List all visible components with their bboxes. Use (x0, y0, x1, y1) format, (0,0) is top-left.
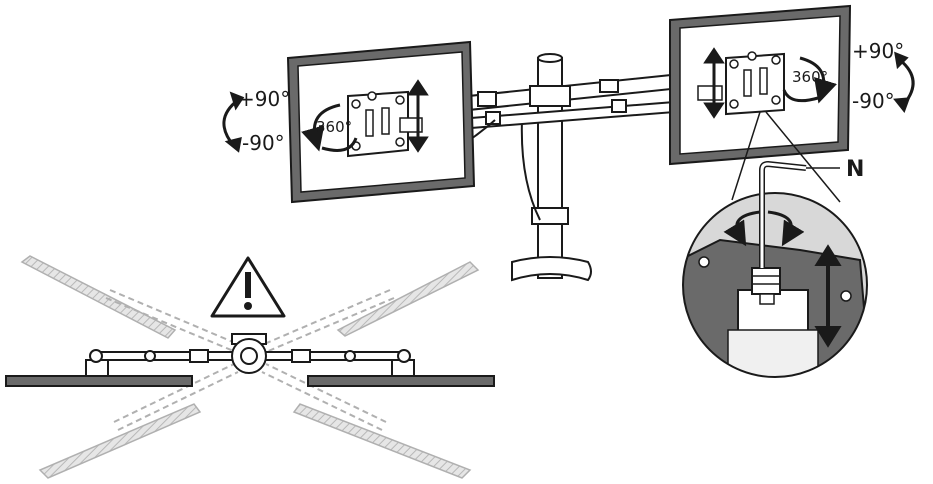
ghost-upper-left (20, 255, 241, 353)
crossbar-arm (379, 70, 701, 186)
right-tilt-minus-label: -90° (852, 89, 895, 113)
tool-label-n: N (846, 157, 864, 182)
left-rotate-360-icon (301, 103, 358, 152)
right-tilt-plus-label: +90° (852, 39, 904, 63)
left-tilt-plus-label: +90° (238, 87, 290, 111)
ghost-lower-left (38, 363, 239, 479)
warning-icon (210, 256, 286, 318)
right-height-arrow-icon (703, 47, 725, 119)
zoom-detail (682, 111, 868, 378)
right-rotate-label: 360° (792, 68, 828, 86)
left-height-arrow-icon (407, 79, 429, 153)
swing-positions (20, 255, 480, 479)
right-rotate-360-icon (782, 56, 837, 104)
ghost-lower-right (261, 363, 472, 479)
right-tilt-arrow-icon (893, 51, 915, 114)
right-monitor (669, 4, 852, 166)
left-rotate-label: 360° (316, 118, 352, 136)
left-monitor (286, 40, 476, 204)
left-tilt-minus-label: -90° (242, 131, 285, 155)
ghost-upper-right (261, 261, 480, 353)
top-view-arm (5, 333, 495, 387)
left-tilt-arrow-icon (222, 91, 245, 153)
